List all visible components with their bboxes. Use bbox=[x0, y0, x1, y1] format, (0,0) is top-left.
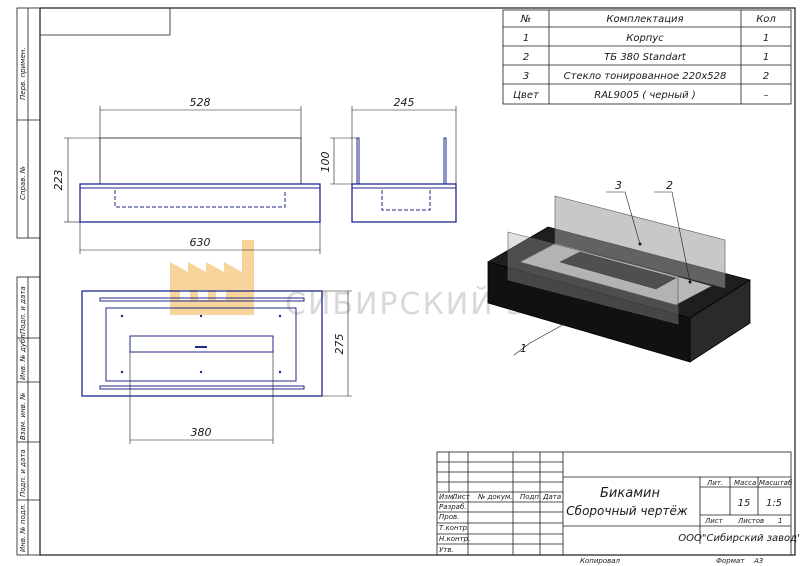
dim-glass-height: 100 bbox=[319, 152, 332, 173]
tb-col-izm: Изм. bbox=[439, 493, 455, 501]
dim-glass-width: 528 bbox=[190, 96, 211, 109]
spec-header-qty: Кол bbox=[756, 14, 776, 25]
tb-copied-label: Копировал bbox=[580, 557, 621, 565]
side-view bbox=[351, 137, 457, 223]
tb-subtitle: Сборочный чертёж bbox=[566, 504, 688, 518]
side-first-use: Перв. примен. bbox=[19, 47, 27, 100]
leader-dot bbox=[688, 280, 692, 284]
plan-view-screws bbox=[120, 314, 282, 374]
front-view-dim-lines bbox=[64, 106, 321, 254]
spec-row-qty: 1 bbox=[763, 52, 769, 63]
dim-depth-plan: 275 bbox=[333, 334, 346, 355]
spec-row-name: Корпус bbox=[626, 33, 664, 44]
iso-body-right bbox=[689, 279, 751, 363]
tb-row-approve: Утв. bbox=[439, 546, 454, 554]
spec-row-qty: 2 bbox=[763, 71, 769, 82]
spec-row-qty: – bbox=[764, 90, 769, 101]
tb-row-check: Пров. bbox=[439, 513, 459, 521]
spec-row-qty: 1 bbox=[763, 33, 769, 44]
side-reference: Справ. № bbox=[19, 166, 27, 200]
spec-row-num: 3 bbox=[523, 71, 529, 82]
iso-view bbox=[486, 195, 751, 363]
iso-leaders bbox=[513, 191, 691, 356]
tb-row-ncontrol: Н.контр. bbox=[439, 535, 470, 543]
side-view-dim-lines bbox=[330, 106, 457, 185]
tb-mass-label: Масса bbox=[734, 479, 756, 487]
tb-col-doc: № докум. bbox=[477, 493, 513, 501]
side-replaces-inv: Взам. инв. № bbox=[19, 392, 27, 440]
leader-dot bbox=[638, 242, 642, 246]
tb-format-label: Формат bbox=[716, 557, 745, 565]
tb-sheets-label: Листов bbox=[737, 517, 764, 525]
watermark-factory-logo bbox=[170, 240, 254, 315]
tb-sheet-label: Лист bbox=[704, 517, 724, 525]
side-orig-inv: Инв. № подл. bbox=[19, 504, 27, 552]
plan-view bbox=[81, 290, 323, 397]
iso-glass-back bbox=[554, 195, 726, 289]
dim-length: 630 bbox=[190, 236, 211, 249]
tb-title: Бикамин bbox=[600, 486, 660, 501]
tb-scale-label: Масштаб bbox=[759, 479, 793, 487]
tb-row-tcontrol: Т.контр. bbox=[439, 524, 469, 532]
tb-sheets-value: 1 bbox=[778, 517, 782, 525]
plan-view-dim-lines bbox=[129, 290, 352, 444]
spec-row-name: RAL9005 ( черный ) bbox=[594, 90, 696, 101]
tb-row-develop: Разраб. bbox=[439, 503, 467, 511]
spec-row-name: Стекло тонированное 220x528 bbox=[564, 71, 727, 82]
tb-col-list: Лист bbox=[451, 493, 471, 501]
tb-format-value: А3 bbox=[753, 557, 763, 565]
front-view bbox=[79, 137, 321, 223]
iso-glass-front bbox=[507, 231, 679, 325]
tb-lit-label: Лит. bbox=[706, 479, 723, 487]
tb-company: ООО"Сибирский завод" bbox=[678, 532, 800, 544]
callout-body: 1 bbox=[520, 342, 527, 355]
spec-table bbox=[502, 9, 792, 105]
tb-mass-value: 15 bbox=[738, 498, 751, 509]
callout-glass: 3 bbox=[615, 179, 622, 192]
dim-height: 223 bbox=[52, 170, 65, 191]
tb-col-date: Дата bbox=[542, 493, 561, 501]
side-strip bbox=[16, 7, 171, 556]
iso-burner-slot bbox=[559, 251, 677, 290]
title-block bbox=[436, 451, 792, 556]
spec-header-num: № bbox=[520, 14, 531, 25]
side-dupl-inv: Инв. № дубл. bbox=[19, 332, 27, 380]
tb-col-sign: Подп. bbox=[520, 493, 541, 501]
side-sign-date-1: Подп. и дата bbox=[19, 286, 27, 334]
spec-row-num: 2 bbox=[523, 52, 529, 63]
spec-header-name: Комплектация bbox=[606, 14, 683, 25]
dim-depth-top: 245 bbox=[394, 96, 415, 109]
spec-row-name: ТБ 380 Standart bbox=[604, 52, 687, 63]
tb-scale-value: 1:5 bbox=[766, 498, 782, 509]
dim-burner: 380 bbox=[191, 426, 212, 439]
spec-row-num: Цвет bbox=[513, 90, 540, 101]
spec-row-num: 1 bbox=[523, 33, 529, 44]
callout-burner: 2 bbox=[666, 179, 673, 192]
side-sign-date-2: Подп. и дата bbox=[19, 449, 27, 497]
